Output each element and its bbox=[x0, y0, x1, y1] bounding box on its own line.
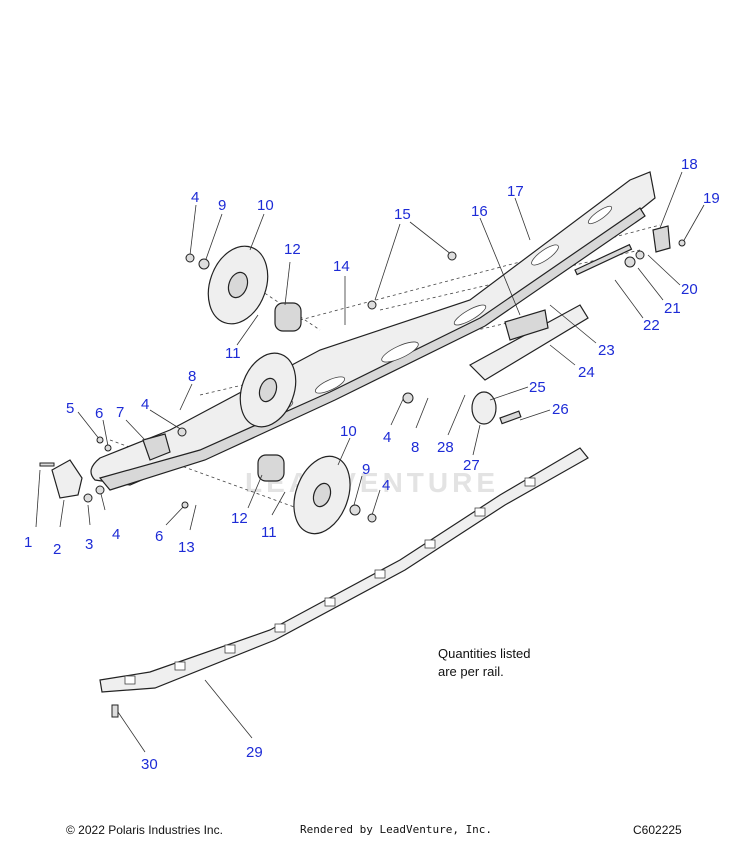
wear-bar-teeth bbox=[124, 477, 536, 685]
wear-bar bbox=[99, 447, 589, 693]
spacer-upper bbox=[274, 302, 302, 332]
callout-10-lower: 10 bbox=[340, 423, 357, 440]
callout-4-top: 4 bbox=[191, 189, 199, 206]
callout-22: 22 bbox=[643, 317, 660, 334]
spacer-lower bbox=[257, 454, 285, 482]
callout-8-left: 8 bbox=[188, 368, 196, 385]
threaded-rod bbox=[574, 243, 633, 276]
quantities-note: Quantities listed are per rail. bbox=[438, 645, 531, 681]
idler-wheel-upper bbox=[207, 245, 269, 325]
idler-wheel-lower bbox=[293, 455, 351, 535]
callout-5: 5 bbox=[66, 400, 74, 417]
callout-14: 14 bbox=[333, 258, 350, 275]
callout-29: 29 bbox=[246, 744, 263, 761]
callout-26: 26 bbox=[552, 401, 569, 418]
copyright-text: © 2022 Polaris Industries Inc. bbox=[66, 823, 223, 837]
diagram-id: C602225 bbox=[633, 823, 682, 837]
mount-block bbox=[504, 309, 549, 341]
callout-23: 23 bbox=[598, 342, 615, 359]
callout-11-lower: 11 bbox=[261, 524, 277, 541]
callout-21: 21 bbox=[664, 300, 681, 317]
callout-13: 13 bbox=[178, 539, 195, 556]
fasteners bbox=[39, 239, 686, 718]
callout-12-top: 12 bbox=[284, 241, 301, 258]
callout-4-lower: 4 bbox=[382, 477, 390, 494]
callout-4-center: 4 bbox=[383, 429, 391, 446]
callout-12-lower: 12 bbox=[231, 510, 248, 527]
callout-17: 17 bbox=[507, 183, 524, 200]
callout-6-lower: 6 bbox=[155, 528, 163, 545]
callout-8-center: 8 bbox=[411, 439, 419, 456]
idler-wheel-middle bbox=[239, 352, 297, 428]
callout-7: 7 bbox=[116, 404, 124, 421]
rendered-by-text: Rendered by LeadVenture, Inc. bbox=[300, 823, 493, 836]
callout-30: 30 bbox=[141, 756, 158, 773]
callout-27: 27 bbox=[463, 457, 480, 474]
callout-9-top: 9 bbox=[218, 197, 226, 214]
callout-4-mid: 4 bbox=[141, 396, 149, 413]
callout-15: 15 bbox=[394, 206, 411, 223]
callout-9-lower: 9 bbox=[362, 461, 370, 478]
callout-1: 1 bbox=[24, 534, 32, 551]
callout-19: 19 bbox=[703, 190, 720, 207]
tip-block bbox=[142, 433, 171, 461]
watermark-text: LEADVENTURE bbox=[245, 467, 499, 498]
callout-10-top: 10 bbox=[257, 197, 274, 214]
callout-20: 20 bbox=[681, 281, 698, 298]
wheel-hub-25 bbox=[471, 391, 497, 425]
callout-4-front: 4 bbox=[112, 526, 120, 543]
callout-11-top: 11 bbox=[225, 345, 241, 362]
rail-cutouts bbox=[266, 205, 613, 416]
callout-18: 18 bbox=[681, 156, 698, 173]
callout-16: 16 bbox=[471, 203, 488, 220]
rear-bracket bbox=[652, 225, 671, 253]
tip-cap bbox=[51, 459, 83, 499]
callout-25: 25 bbox=[529, 379, 546, 396]
callout-3: 3 bbox=[85, 536, 93, 553]
callout-group: 1 2 3 4 5 6 7 4 8 4 9 10 11 12 14 15 16 … bbox=[24, 156, 720, 773]
callout-28: 28 bbox=[437, 439, 454, 456]
callout-2: 2 bbox=[53, 541, 61, 558]
callout-6-top: 6 bbox=[95, 405, 103, 422]
axle-bolt-26 bbox=[499, 410, 522, 425]
quantities-note-line1: Quantities listed bbox=[438, 646, 531, 661]
quantities-note-line2: are per rail. bbox=[438, 664, 504, 679]
callout-24: 24 bbox=[578, 364, 595, 381]
